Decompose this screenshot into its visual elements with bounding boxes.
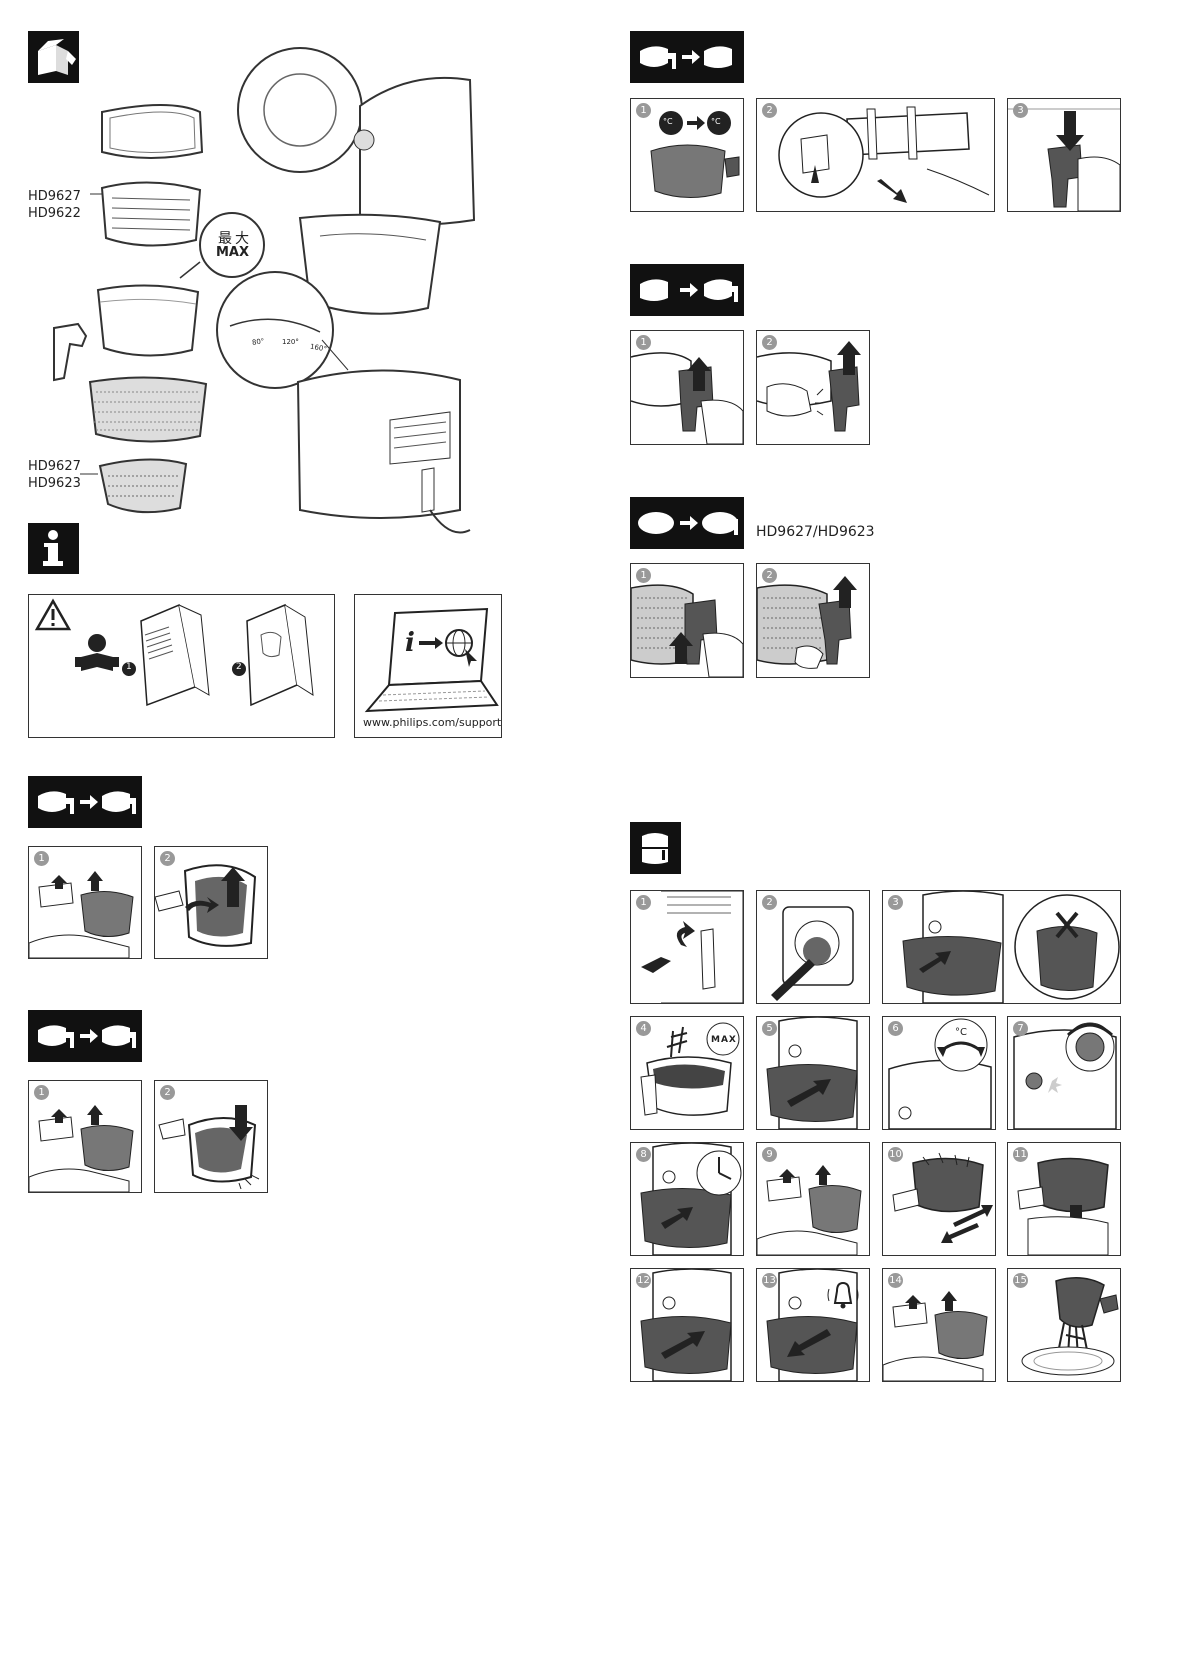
person-reading-icon xyxy=(75,634,119,671)
airfryer-side-view xyxy=(298,370,470,532)
step-number: 8 xyxy=(636,1147,651,1162)
step-number: 9 xyxy=(762,1147,777,1162)
remove-mesh-step-2: 2 xyxy=(154,846,268,959)
grill-pan xyxy=(90,182,200,245)
usage-step-14: 14 xyxy=(882,1268,996,1382)
step-1-label: 1 xyxy=(126,662,132,672)
remove-packaging-illustration xyxy=(757,99,994,211)
info-glyph-icon: i xyxy=(405,628,415,658)
detach-handle-step-1: 1 xyxy=(630,330,744,445)
temp-mark-120: 120° xyxy=(282,338,299,346)
mesh-insert xyxy=(90,377,206,441)
temp-unit-label: °C xyxy=(663,117,673,126)
step-number: 2 xyxy=(762,335,777,350)
step-number: 2 xyxy=(762,568,777,583)
first-use-step-1: 1 °C °C xyxy=(630,98,744,212)
baking-tray-step-1: 1 xyxy=(630,563,744,678)
max-marker: MAX xyxy=(711,1035,737,1045)
usage-step-10: 10 xyxy=(882,1142,996,1256)
temp-unit-label: °C xyxy=(711,117,721,126)
step-number: 14 xyxy=(888,1273,903,1288)
airfryer-icon xyxy=(630,822,681,874)
step-number: 1 xyxy=(636,895,651,910)
step-number: 1 xyxy=(636,335,651,350)
first-use-step-2: 2 xyxy=(756,98,995,212)
step-number: 1 xyxy=(636,103,651,118)
usage-step-11: 11 xyxy=(1007,1142,1121,1256)
pull-out-pan-illustration xyxy=(883,891,1120,1003)
insert-mesh-header xyxy=(28,1010,142,1062)
usage-step-2: 2 xyxy=(756,890,870,1004)
step-number: 1 xyxy=(636,568,651,583)
step-number: 13 xyxy=(762,1273,777,1288)
step-number: 2 xyxy=(762,103,777,118)
temp-mark-80: 80° xyxy=(252,337,265,347)
detach-handle-header xyxy=(630,264,744,316)
info-icon-box xyxy=(28,523,79,574)
model-label-baking: HD9627 HD9623 xyxy=(28,458,81,492)
step-number: 2 xyxy=(160,1085,175,1100)
step-number: 4 xyxy=(636,1021,651,1036)
pan-to-pan-icon xyxy=(630,264,744,316)
step-number: 7 xyxy=(1013,1021,1028,1036)
support-panel: i www.philips.com/support xyxy=(354,594,502,738)
usage-step-3: 3 xyxy=(882,890,1121,1004)
remove-mesh-header xyxy=(28,776,142,828)
usage-step-13: 13 xyxy=(756,1268,870,1382)
read-manual-panel: 1 2 xyxy=(28,594,335,738)
temp-unit-label: °C xyxy=(955,1027,967,1038)
first-use-step-3: 3 xyxy=(1007,98,1121,212)
model-label-grill: HD9627 HD9622 xyxy=(28,188,81,222)
pan-to-pan-icon xyxy=(630,31,744,83)
step-number: 1 xyxy=(34,851,49,866)
usage-step-15: 15 xyxy=(1007,1268,1121,1382)
step-number: 12 xyxy=(636,1273,651,1288)
insert-mesh-step-1: 1 xyxy=(28,1080,142,1193)
usage-step-1: 1 xyxy=(630,890,744,1004)
support-url[interactable]: www.philips.com/support xyxy=(363,716,501,729)
step-number: 2 xyxy=(160,851,175,866)
step-number: 5 xyxy=(762,1021,777,1036)
step-number: 3 xyxy=(1013,103,1028,118)
first-use-header xyxy=(630,31,744,83)
step-2-label: 2 xyxy=(236,662,242,672)
usage-step-7: 7 xyxy=(1007,1016,1121,1130)
pan-to-pan-icon xyxy=(28,1010,142,1062)
usage-step-12: 12 xyxy=(630,1268,744,1382)
insert-mesh-step-2: 2 xyxy=(154,1080,268,1193)
globe-icon xyxy=(446,630,472,656)
max-label: MAX xyxy=(216,245,249,260)
step-number: 3 xyxy=(888,895,903,910)
manual-reading-illustration xyxy=(29,595,334,737)
tray-to-tray-icon xyxy=(630,497,744,549)
baking-tray-model-label: HD9627/HD9623 xyxy=(756,524,875,541)
step-number: 2 xyxy=(762,895,777,910)
basket xyxy=(98,285,198,355)
usage-step-5: 5 xyxy=(756,1016,870,1130)
usage-header xyxy=(630,822,681,874)
seal-ring xyxy=(102,105,202,158)
parts-illustration xyxy=(30,40,500,580)
step-number: 1 xyxy=(34,1085,49,1100)
basket-handle xyxy=(54,324,86,380)
step-number: 15 xyxy=(1013,1273,1028,1288)
usage-step-6: 6 °C xyxy=(882,1016,996,1130)
usage-step-4: 4 MAX xyxy=(630,1016,744,1130)
baking-tray-step-2: 2 xyxy=(756,563,870,678)
detach-handle-step-2: 2 xyxy=(756,330,870,445)
step-number: 10 xyxy=(888,1147,903,1162)
usage-step-8: 8 xyxy=(630,1142,744,1256)
warning-icon xyxy=(37,601,69,629)
step-number: 11 xyxy=(1013,1147,1028,1162)
baking-tray-header xyxy=(630,497,744,549)
usage-step-9: 9 xyxy=(756,1142,870,1256)
step-number: 6 xyxy=(888,1021,903,1036)
remove-mesh-step-1: 1 xyxy=(28,846,142,959)
info-icon xyxy=(28,523,79,574)
baking-tray xyxy=(80,459,186,512)
laptop-globe-illustration: i xyxy=(355,595,501,715)
pan-to-pan-icon xyxy=(28,776,142,828)
